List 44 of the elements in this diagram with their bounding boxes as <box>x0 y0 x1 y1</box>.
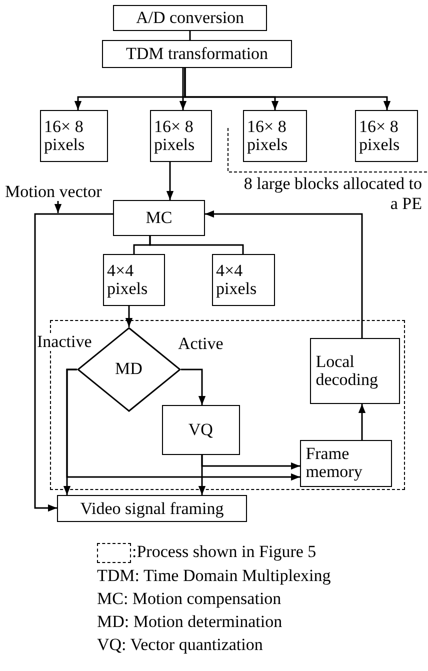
node-label: MD <box>114 360 142 378</box>
node-label: 4×4 pixels <box>216 262 258 298</box>
process-box <box>300 440 392 487</box>
arrow <box>184 68 391 110</box>
arrow <box>66 368 300 481</box>
arrow <box>34 213 113 512</box>
legend-text: :Process shown in Figure 5 <box>132 543 316 562</box>
process-box <box>113 200 205 236</box>
node-label: Local decoding <box>314 352 380 389</box>
node-label: Video signal framing <box>80 500 224 518</box>
node-label: MC <box>146 209 172 227</box>
process-box <box>113 5 267 31</box>
process-box <box>40 110 108 162</box>
process-box <box>162 404 240 455</box>
node-label: 16× 8 pixels <box>154 118 196 154</box>
node-label: 16× 8 pixels <box>359 118 401 154</box>
arrow <box>358 404 366 440</box>
arrow <box>179 68 187 110</box>
process-box <box>355 110 418 162</box>
arrow <box>181 368 206 405</box>
note-text: TDM: Time Domain Multiplexing <box>97 567 331 586</box>
arrow <box>166 162 174 200</box>
process-box <box>310 338 400 404</box>
node-label: A/D conversion <box>136 9 244 27</box>
node-label: TDM transformation <box>126 45 268 63</box>
process-box <box>103 254 165 306</box>
node-label: 16× 8 pixels <box>247 118 289 154</box>
note-text: MC: Motion compensation <box>97 590 282 609</box>
note-text: 8 large blocks allocated to a PE <box>242 174 422 214</box>
node-label: 4×4 pixels <box>107 262 149 298</box>
process-box <box>150 110 212 162</box>
node-label: 16× 8 pixels <box>44 118 86 154</box>
edge-label: Inactive <box>37 333 92 351</box>
arrow <box>198 455 206 495</box>
process-box <box>212 254 275 306</box>
process-box <box>243 110 307 162</box>
node-label: VQ <box>188 420 213 439</box>
process-box <box>57 495 247 522</box>
node-label: Frame memory <box>304 445 364 482</box>
arrow <box>125 306 133 327</box>
process-box <box>102 40 292 68</box>
note-text: MD: Motion determination <box>97 613 282 632</box>
note-text: VQ: Vector quantization <box>97 636 263 655</box>
arrow <box>205 210 363 338</box>
